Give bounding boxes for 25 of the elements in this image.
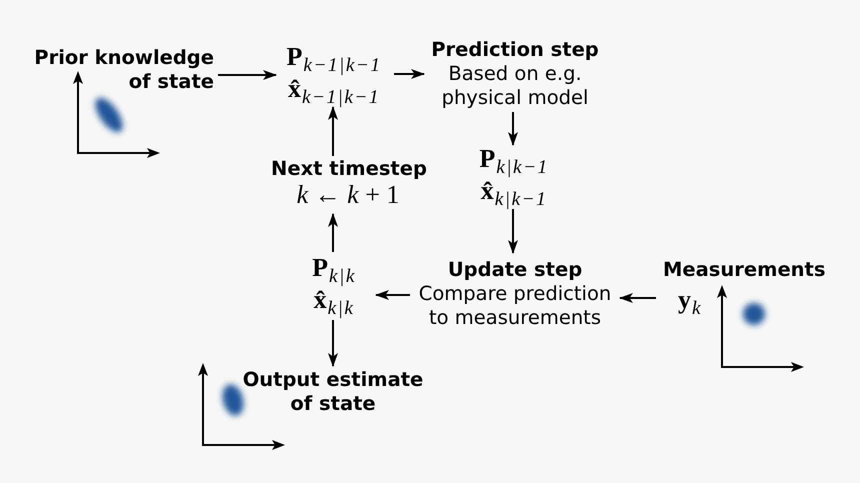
measurement-heading: Measurements bbox=[663, 258, 826, 282]
prior-heading: Prior knowledge of state bbox=[33, 46, 214, 94]
step-description: Based on e.g. physical model bbox=[440, 62, 590, 110]
step-heading: Update step bbox=[448, 258, 582, 282]
arrow bbox=[328, 320, 338, 367]
step-description: Compare prediction to measurements bbox=[418, 282, 612, 330]
arrow bbox=[328, 213, 338, 252]
step-heading: Next timestep bbox=[271, 157, 427, 181]
timestep-formula: k ← k + 1 bbox=[296, 181, 400, 211]
estimate-formula: x̂$_{k−1|k−1}$ bbox=[288, 75, 382, 107]
covariance-formula: P$_{k|k−1}$ bbox=[479, 145, 550, 177]
output-heading: Output estimate of state bbox=[242, 368, 424, 416]
arrow bbox=[218, 70, 277, 80]
covariance-formula: P$_{k|k}$ bbox=[312, 254, 357, 286]
arrow bbox=[508, 209, 518, 254]
measurement-formula: y$_{k}$ bbox=[678, 286, 704, 318]
covariance-formula: P$_{k−1|k−1}$ bbox=[286, 43, 382, 75]
arrow bbox=[619, 293, 656, 303]
arrow bbox=[328, 106, 338, 156]
estimate-formula: x̂$_{k|k−1}$ bbox=[480, 177, 548, 209]
arrow bbox=[508, 112, 518, 146]
arrow bbox=[394, 69, 425, 79]
estimate-formula: x̂$_{k|k}$ bbox=[314, 286, 354, 318]
arrow bbox=[375, 290, 410, 300]
step-heading: Prediction step bbox=[431, 38, 599, 62]
